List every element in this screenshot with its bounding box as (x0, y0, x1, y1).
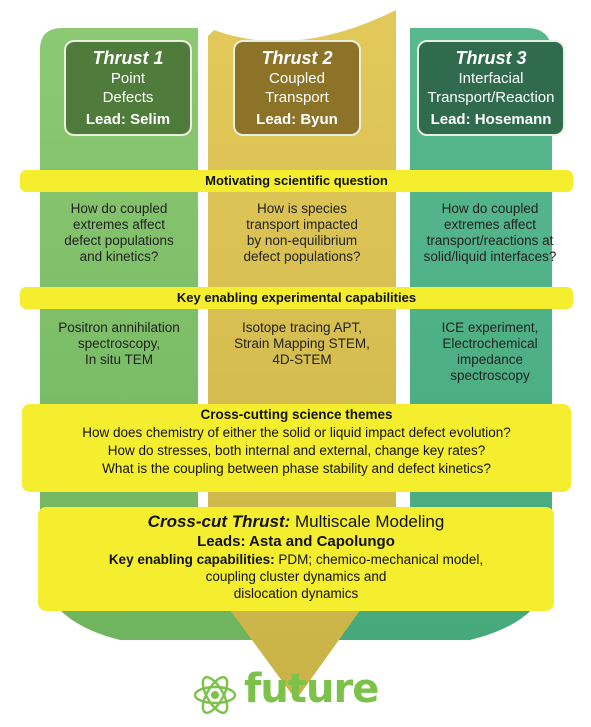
capability-line: spectroscopy (450, 368, 530, 383)
thrust1-title: Thrust 1 (92, 48, 164, 68)
thrust3-question: How do coupled extremes affect transport… (404, 201, 576, 265)
question-line: defect populations (64, 233, 174, 248)
question-line: solid/liquid interfaces? (423, 249, 557, 264)
question-line: by non-equilibrium (246, 233, 358, 248)
crosscut-title-rest: Multiscale Modeling (290, 512, 445, 531)
crosscut-cap-label: Key enabling capabilities: (108, 552, 275, 567)
theme-line: How does chemistry of either the solid o… (82, 425, 511, 440)
thrust2-header: Thrust 2 Coupled Transport Lead: Byun (233, 40, 361, 136)
thrust2-capabilities: Isotope tracing APT, Strain Mapping STEM… (220, 320, 384, 368)
question-line: How do coupled (70, 201, 168, 216)
themes-heading: Cross-cutting science themes (200, 407, 393, 422)
capability-line: impedance (456, 352, 524, 367)
capability-line: ICE experiment, (441, 320, 539, 335)
crosscut-capabilities-line: Key enabling capabilities: PDM; chemico-… (38, 551, 554, 568)
logo-text: future (244, 666, 379, 712)
theme-line: How do stresses, both internal and exter… (107, 443, 486, 458)
capability-line: Isotope tracing APT, (241, 320, 363, 335)
question-line: extremes affect (443, 217, 537, 232)
question-line: defect populations? (243, 249, 361, 264)
theme-line: What is the coupling between phase stabi… (102, 461, 491, 476)
motivating-band: Motivating scientific question (20, 170, 573, 192)
question-line: transport impacted (246, 217, 358, 232)
capability-line: 4D-STEM (272, 352, 332, 367)
thrust1-lead: Lead: Selim (85, 111, 171, 128)
capabilities-heading: Key enabling experimental capabilities (176, 290, 417, 305)
thrust1-capabilities: Positron annihilation spectroscopy, In s… (44, 320, 194, 368)
crosscut-title: Cross-cut Thrust: Multiscale Modeling (38, 511, 554, 532)
atom-icon (193, 676, 237, 714)
thrust1-question: How do coupled extremes affect defect po… (44, 201, 194, 265)
question-line: How is species (256, 201, 348, 216)
question-line: transport/reactions at (426, 233, 554, 248)
capabilities-band: Key enabling experimental capabilities (20, 287, 573, 309)
thrust3-header: Thrust 3 Interfacial Transport/Reaction … (417, 40, 565, 136)
crosscut-title-bold: Cross-cut Thrust: (147, 512, 291, 531)
question-line: extremes affect (72, 217, 166, 232)
motivating-heading: Motivating scientific question (205, 173, 388, 188)
capability-line: Strain Mapping STEM, (234, 336, 370, 351)
thrust1-subject-2: Defects (102, 89, 154, 106)
capability-line: Electrochemical (442, 336, 538, 351)
thrust1-header: Thrust 1 Point Defects Lead: Selim (64, 40, 192, 136)
crosscut-leads: Leads: Asta and Capolungo (197, 533, 395, 550)
thrust2-title: Thrust 2 (261, 48, 333, 68)
thrust2-lead: Lead: Byun (256, 111, 338, 128)
question-line: How do coupled (441, 201, 539, 216)
crosscut-cap-line2: coupling cluster dynamics and (205, 569, 387, 584)
crosscut-box: Cross-cut Thrust: Multiscale Modeling Le… (38, 507, 554, 611)
capability-line: spectroscopy, (77, 336, 161, 351)
thrust3-subject-2: Transport/Reaction (427, 89, 555, 106)
capability-line: In situ TEM (84, 352, 154, 367)
thrust3-lead: Lead: Hosemann (430, 111, 552, 128)
crosscut-cap-line3: dislocation dynamics (233, 586, 359, 601)
question-line: and kinetics? (79, 249, 159, 264)
thrust1-subject-1: Point (110, 70, 146, 87)
thrust2-question: How is species transport impacted by non… (222, 201, 382, 265)
thrust3-title: Thrust 3 (455, 48, 527, 68)
thrust2-subject-1: Coupled (269, 70, 325, 87)
thrust3-capabilities: ICE experiment, Electrochemical impedanc… (404, 320, 576, 384)
thrust3-subject-1: Interfacial (458, 70, 524, 87)
themes-box: Cross-cutting science themes How does ch… (22, 404, 571, 492)
thrust2-subject-2: Transport (265, 89, 329, 106)
crosscut-cap-line1: PDM; chemico-mechanical model, (274, 552, 484, 567)
capability-line: Positron annihilation (58, 320, 180, 335)
future-logo: future (192, 666, 422, 722)
